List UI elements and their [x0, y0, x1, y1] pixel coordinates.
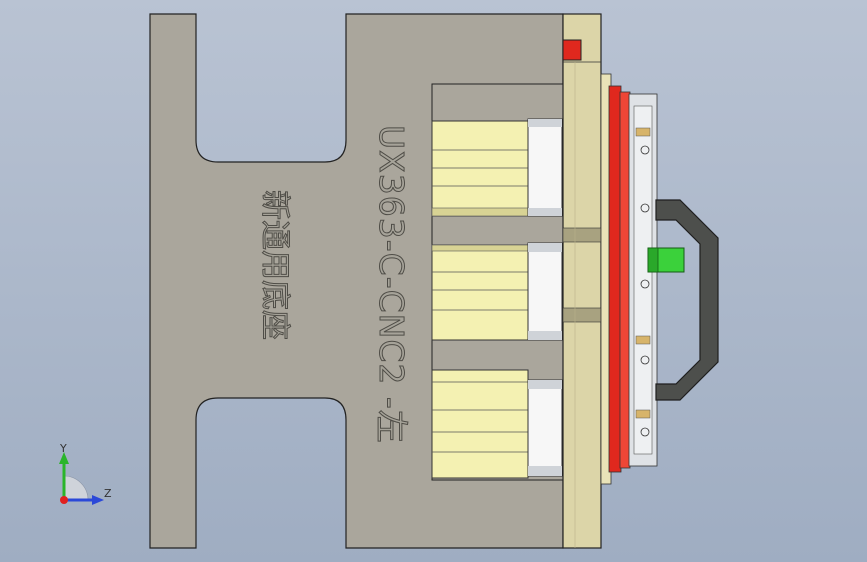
y-axis-label: Y — [59, 442, 67, 455]
fixture-stack[interactable] — [600, 73, 658, 485]
clamp-block-middle[interactable] — [431, 242, 563, 341]
z-axis-label: Z — [104, 487, 112, 500]
clamp-block-top[interactable] — [431, 118, 563, 217]
engraving-name: 新通用底座 — [257, 190, 293, 341]
clamp-block-bottom[interactable] — [431, 369, 563, 479]
side-plate[interactable] — [562, 13, 602, 549]
red-locator-block[interactable] — [562, 39, 582, 61]
engraving-code: UX363-C-CNC2 -左 — [372, 125, 412, 445]
svg-text:UX363-C-CNC2 -左: UX363-C-CNC2 -左 — [372, 125, 411, 444]
fixture-handle[interactable] — [655, 199, 719, 401]
svg-text:新通用底座: 新通用底座 — [257, 190, 292, 340]
axis-triad: Y Z — [59, 442, 112, 505]
green-locating-pin[interactable] — [647, 247, 685, 273]
